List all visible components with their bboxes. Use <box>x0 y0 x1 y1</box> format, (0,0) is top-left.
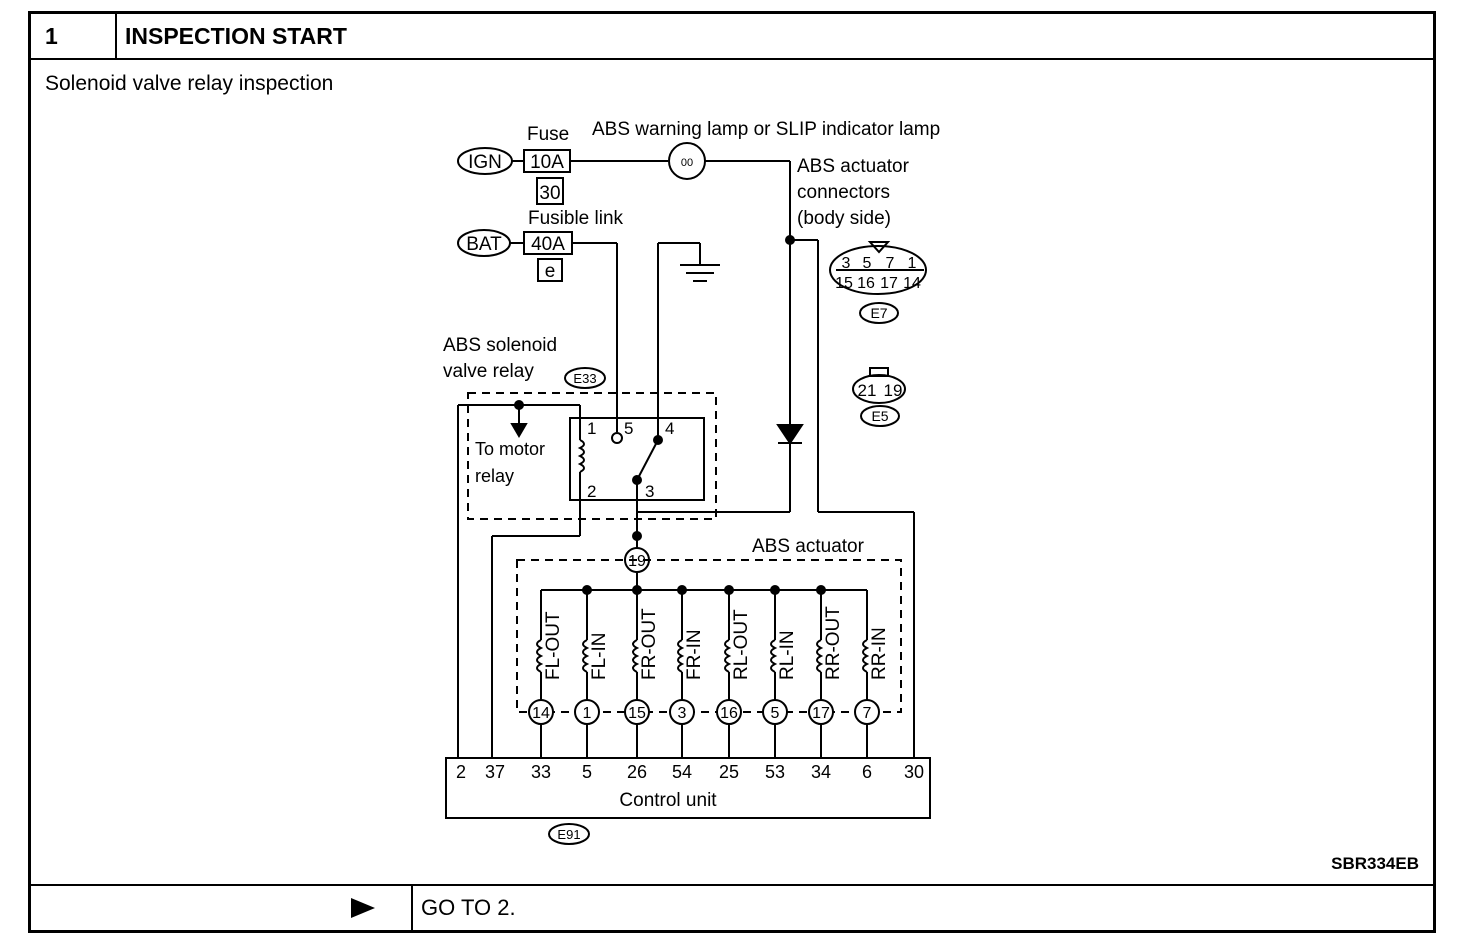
solenoid-name: RR-OUT <box>823 606 844 680</box>
e5-connector-id: E5 <box>871 408 888 424</box>
bat-connector: BAT <box>466 234 502 255</box>
solenoid-pin: 15 <box>628 705 646 722</box>
control-unit-label: Control unit <box>619 790 717 811</box>
e5-pin: 19 <box>884 381 903 400</box>
fuse-number: 30 <box>539 183 560 204</box>
cu-terminal: 6 <box>862 762 872 782</box>
solenoid-group: 14 FL-OUT 33 1 FL-IN 5 15 FR-OUT 26 3 FR-IN 54 16 RL-… <box>528 590 890 782</box>
cu-terminal: 54 <box>672 762 692 782</box>
cu-terminal: 33 <box>531 762 551 782</box>
solenoid-coil-icon <box>816 639 824 673</box>
e7-pin: 17 <box>880 275 898 292</box>
warning-lamp-icon: 00 <box>681 157 693 169</box>
solenoid-name: RL-IN <box>777 630 798 680</box>
inspection-subtitle: Solenoid valve relay inspection <box>45 72 334 95</box>
e7-pin: 5 <box>863 255 872 272</box>
solenoid-coil-icon <box>632 639 640 673</box>
solenoid-coil-icon <box>770 639 778 673</box>
cu-terminal-30: 30 <box>904 762 924 782</box>
relay-terminal: 1 <box>587 419 596 438</box>
solenoid-name: FL-IN <box>589 633 610 681</box>
link-letter: e <box>545 261 556 282</box>
solenoid-name: RL-OUT <box>731 609 752 680</box>
e7-pin: 15 <box>835 275 853 292</box>
solenoid-name: FR-IN <box>684 629 705 680</box>
relay-label: ABS solenoid <box>443 335 557 356</box>
e7-pin: 1 <box>908 255 917 272</box>
step-number: 1 <box>31 14 117 58</box>
solenoid-coil-icon <box>582 639 590 673</box>
solenoid-pin: 3 <box>678 705 687 722</box>
actuator-connectors-label-2: connectors <box>797 182 890 203</box>
link-rating: 40A <box>531 234 565 255</box>
figure-reference: SBR334EB <box>1331 854 1419 873</box>
warning-lamp-label: ABS warning lamp or SLIP indicator lamp <box>592 119 940 140</box>
solenoid-name: RR-IN <box>869 627 890 680</box>
cu-terminal-2: 2 <box>456 762 466 782</box>
cu-terminal-37: 37 <box>485 762 505 782</box>
fuse-rating: 10A <box>530 152 564 173</box>
play-arrow-icon <box>351 898 375 918</box>
solenoid-pin: 17 <box>812 705 830 722</box>
result-arrow-cell <box>31 886 413 930</box>
actuator-common-pin: 19 <box>628 553 646 570</box>
e7-pin: 7 <box>886 255 895 272</box>
cu-terminal: 53 <box>765 762 785 782</box>
solenoid-pin: 1 <box>583 705 592 722</box>
next-step-link[interactable]: GO TO 2. <box>421 895 516 920</box>
step-footer: GO TO 2. <box>31 884 1433 930</box>
e7-pin: 3 <box>842 255 851 272</box>
fuse-label: Fuse <box>527 124 569 145</box>
actuator-label: ABS actuator <box>752 536 865 557</box>
actuator-connectors-label-3: (body side) <box>797 208 891 229</box>
relay-terminal: 5 <box>624 419 633 438</box>
solenoid-pin: 7 <box>863 705 872 722</box>
e5-pin: 21 <box>858 381 877 400</box>
cu-terminal: 26 <box>627 762 647 782</box>
solenoid-coil-icon <box>677 639 685 673</box>
cu-terminal: 5 <box>582 762 592 782</box>
actuator-connectors-label: ABS actuator <box>797 156 910 177</box>
inspection-frame: 1 INSPECTION START Solenoid valve relay … <box>28 11 1436 933</box>
relay-terminal: 3 <box>645 482 654 501</box>
solenoid-pin: 5 <box>771 705 780 722</box>
solenoid-name: FL-OUT <box>543 611 564 680</box>
control-unit-connector-id: E91 <box>557 827 580 842</box>
e7-pin: 14 <box>903 275 921 292</box>
step-title: INSPECTION START <box>125 23 347 49</box>
solenoid-name: FR-OUT <box>639 608 660 680</box>
solenoid-pin: 16 <box>720 705 738 722</box>
motor-relay-label-2: relay <box>475 466 514 486</box>
e7-connector-id: E7 <box>870 305 887 321</box>
relay-terminal: 2 <box>587 482 596 501</box>
fusible-link-label: Fusible link <box>528 208 624 229</box>
solenoid-coil-icon <box>862 639 870 673</box>
solenoid-pin: 14 <box>532 705 550 722</box>
cu-terminal: 34 <box>811 762 831 782</box>
relay-connector-id: E33 <box>573 371 596 386</box>
solenoid-coil-icon <box>724 639 732 673</box>
ign-connector: IGN <box>468 152 502 173</box>
cu-terminal: 25 <box>719 762 739 782</box>
relay-label-2: valve relay <box>443 361 534 382</box>
solenoid-coil-icon <box>536 639 544 673</box>
e7-pin: 16 <box>857 275 875 292</box>
relay-terminal: 4 <box>665 419 674 438</box>
motor-relay-label: To motor <box>475 439 545 459</box>
step-header: 1 INSPECTION START <box>31 14 1433 60</box>
